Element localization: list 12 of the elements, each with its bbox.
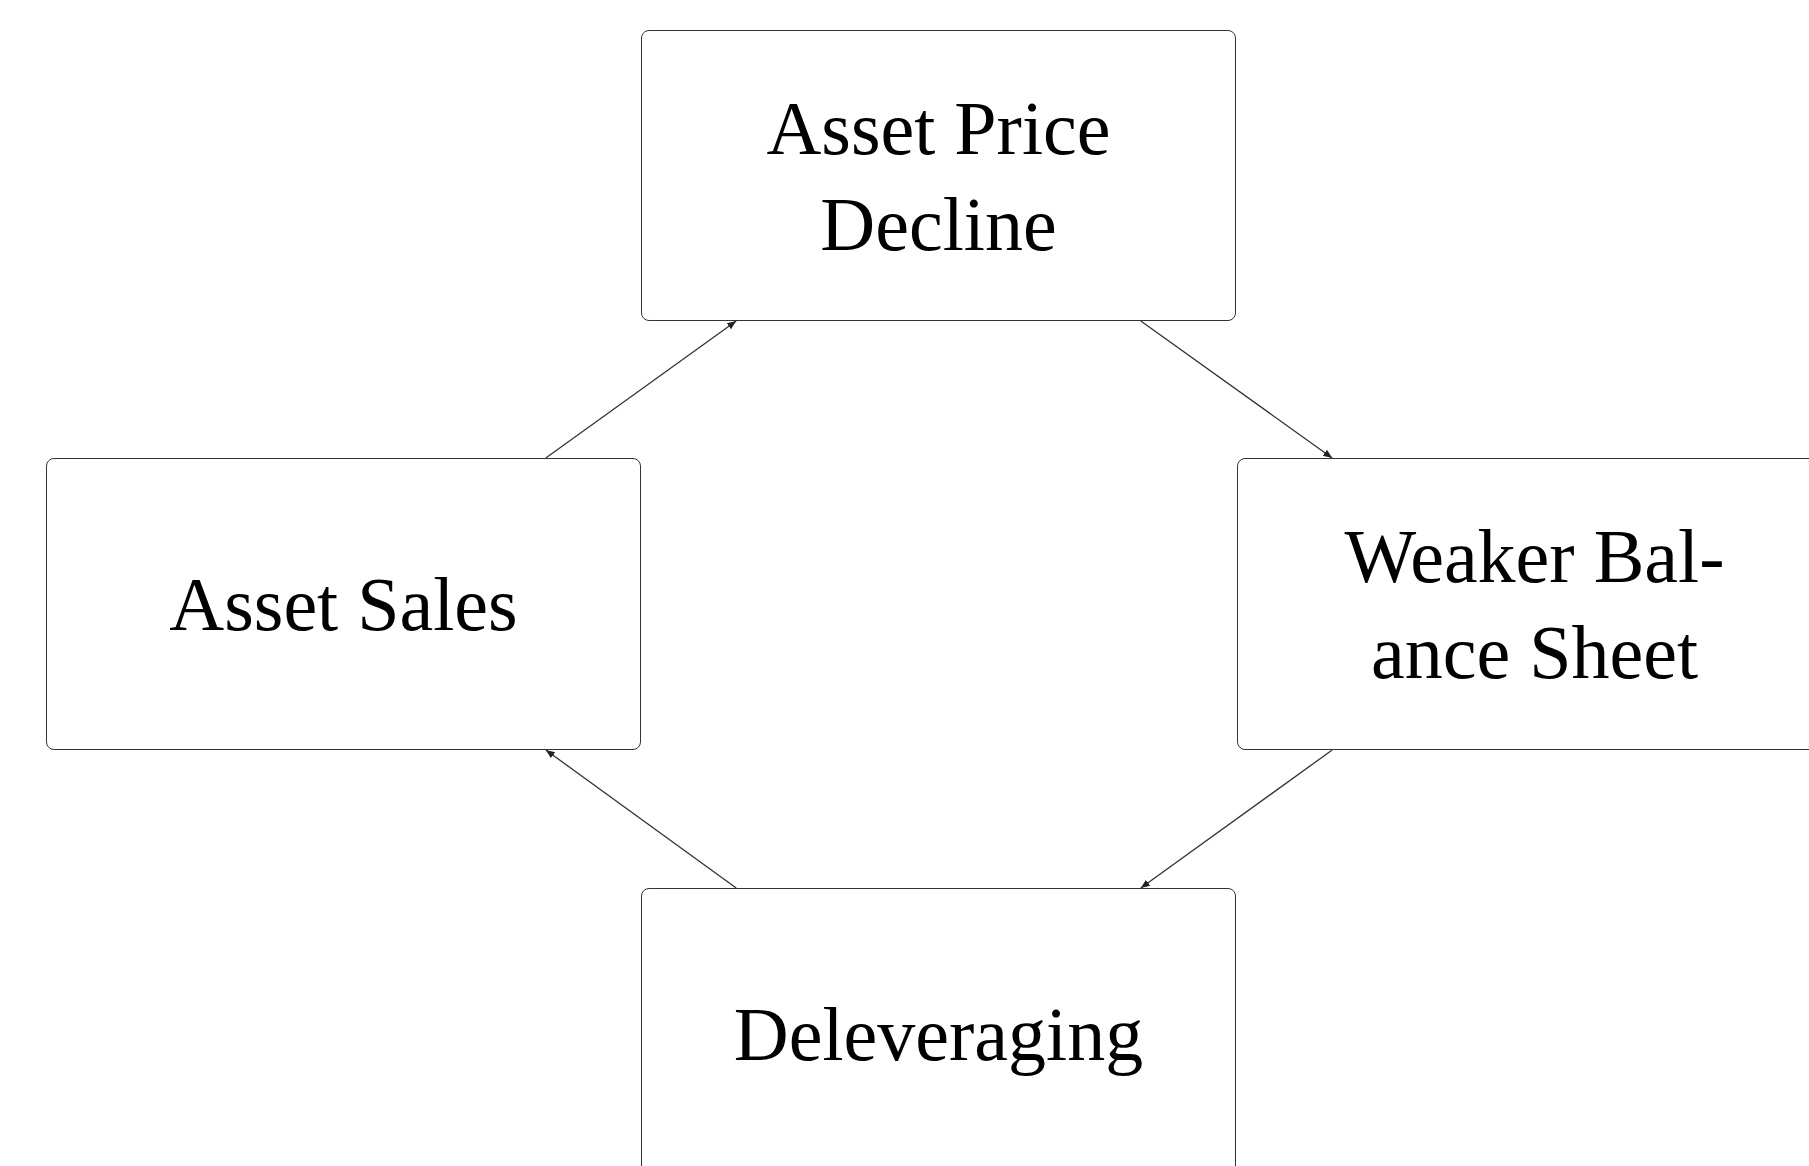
process-box [641,30,1236,321]
process-box [641,888,1236,1166]
arrow [1140,749,1333,889]
arrow [1140,320,1333,459]
process-box [46,458,641,750]
arrow [545,320,737,459]
box-label: Weaker Bal- ance Sheet [1343,513,1726,696]
box-label: Deleveraging [733,990,1144,1078]
box-label: Asset Sales [169,561,518,648]
process-box [1237,458,1809,750]
arrow [545,749,737,889]
box-label: Asset Price Decline [765,84,1112,268]
